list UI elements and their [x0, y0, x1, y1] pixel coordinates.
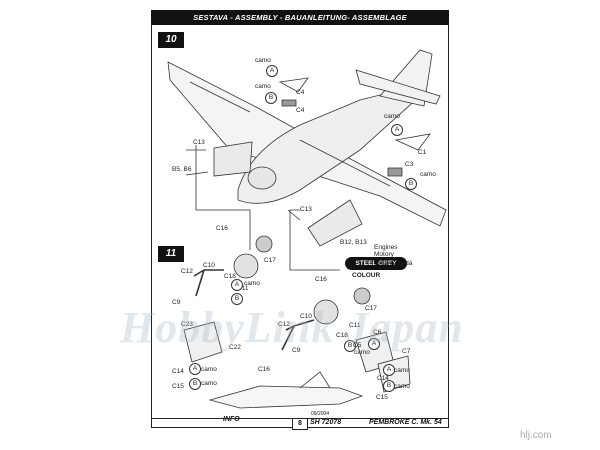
- info-label: INFO: [223, 416, 240, 423]
- kit-title: PEMBROKE C. Mk. 54: [369, 419, 442, 426]
- czech-colour-label: ocelově šedá: [374, 260, 413, 267]
- part-c1-outline: [394, 133, 431, 151]
- circled-b: B: [265, 92, 277, 104]
- part-label-c13: C13: [300, 206, 312, 213]
- camo-label: camo: [384, 113, 400, 120]
- circled-b: B: [231, 293, 243, 305]
- part-label-c16: C16: [258, 366, 270, 373]
- leader-lines-10: [185, 145, 340, 271]
- kit-code: SH 72078: [310, 419, 342, 426]
- part-label-c5: C5: [353, 342, 362, 349]
- part-label-c17: C17: [264, 257, 276, 264]
- engine-nacelle-left: [213, 141, 253, 177]
- page-header: SESTAVA - ASSEMBLY - BAUANLEITUNG- ASSEM…: [151, 10, 449, 25]
- circled-b: B: [383, 380, 395, 392]
- page-number: 8: [292, 418, 308, 430]
- engine-right: [313, 299, 339, 325]
- cowling-left: [183, 321, 223, 363]
- part-label-c12: C12: [181, 268, 193, 275]
- part-label-c14: C14: [172, 368, 184, 375]
- circled-a: A: [189, 363, 201, 375]
- circled-a: A: [266, 65, 278, 77]
- engine-ring-left: [255, 235, 273, 253]
- print-date: 09/2004: [311, 411, 330, 417]
- watermark-logo: HobbyLink Japan: [120, 303, 464, 352]
- part-label-c4: C4: [296, 107, 305, 114]
- part-label-b5-b6: B5, B6: [172, 166, 192, 173]
- part-label-c4: C4: [296, 89, 305, 96]
- circled-b: B: [189, 378, 201, 390]
- steel-grey-badge: STEEL GREY: [345, 257, 407, 270]
- camo-label: camo: [394, 367, 410, 374]
- part-label-c16: C16: [315, 276, 327, 283]
- propeller-left: [193, 269, 224, 297]
- part-label-c11: C11: [349, 322, 361, 329]
- engines-label: Engines: [374, 244, 398, 251]
- part-label-c9: C9: [292, 347, 301, 354]
- part-c4-grille: [281, 99, 297, 107]
- circled-b: B: [344, 340, 356, 352]
- part-label-c15: C15: [172, 383, 184, 390]
- part-label-c15: C15: [376, 394, 388, 401]
- circled-b: B: [405, 178, 417, 190]
- part-c4-outline: [278, 77, 309, 93]
- part-label-c10: C10: [300, 313, 312, 320]
- aircraft-tailplane: [355, 69, 441, 105]
- part-label-c6: C6: [373, 329, 382, 336]
- propeller-right: [281, 319, 315, 351]
- camo-label: camo: [420, 171, 436, 178]
- camo-label: camo: [201, 366, 217, 373]
- part-label-c11: C11: [237, 285, 249, 292]
- step-10-badge: 10: [158, 32, 184, 48]
- part-label-c17: C17: [365, 305, 377, 312]
- part-label-b12-b13: B12, B13: [340, 239, 367, 246]
- camo-label: camo: [354, 349, 370, 356]
- colour-label: COLOUR: [352, 272, 381, 279]
- part-label-c7: C7: [402, 348, 411, 355]
- part-label-c13: C13: [193, 139, 205, 146]
- motory-label: Motory: [374, 251, 394, 258]
- circled-a: A: [368, 338, 380, 350]
- part-label-c16: C16: [216, 225, 228, 232]
- part-label-c1: C1: [418, 149, 427, 156]
- circled-a: A: [231, 279, 243, 291]
- part-label-c14: C14: [377, 375, 389, 382]
- engine-left: [233, 253, 259, 279]
- camo-label: camo: [255, 57, 271, 64]
- camo-label: camo: [394, 383, 410, 390]
- part-label-c18: C18: [336, 332, 348, 339]
- part-c3-grille: [387, 167, 403, 177]
- cockpit: [247, 166, 277, 190]
- part-label-c3: C3: [405, 161, 414, 168]
- camo-label: camo: [201, 380, 217, 387]
- engine-nacelle-right: [307, 199, 363, 247]
- part-label-c9: C9: [172, 299, 181, 306]
- camo-label: camo: [255, 83, 271, 90]
- info-aircraft-side: [208, 385, 364, 409]
- camo-label: camo: [244, 280, 260, 287]
- circled-a: A: [383, 364, 395, 376]
- part-label-c22: C22: [229, 344, 241, 351]
- part-label-c12: C12: [278, 321, 290, 328]
- part-label-c23: C23: [181, 321, 193, 328]
- step-11-badge: 11: [158, 246, 184, 262]
- circled-a: A: [391, 124, 403, 136]
- engine-ring-right: [353, 287, 371, 305]
- part-label-c10: C10: [203, 262, 215, 269]
- part-label-c18: C18: [224, 273, 236, 280]
- watermark-url: hlj.com: [520, 430, 552, 441]
